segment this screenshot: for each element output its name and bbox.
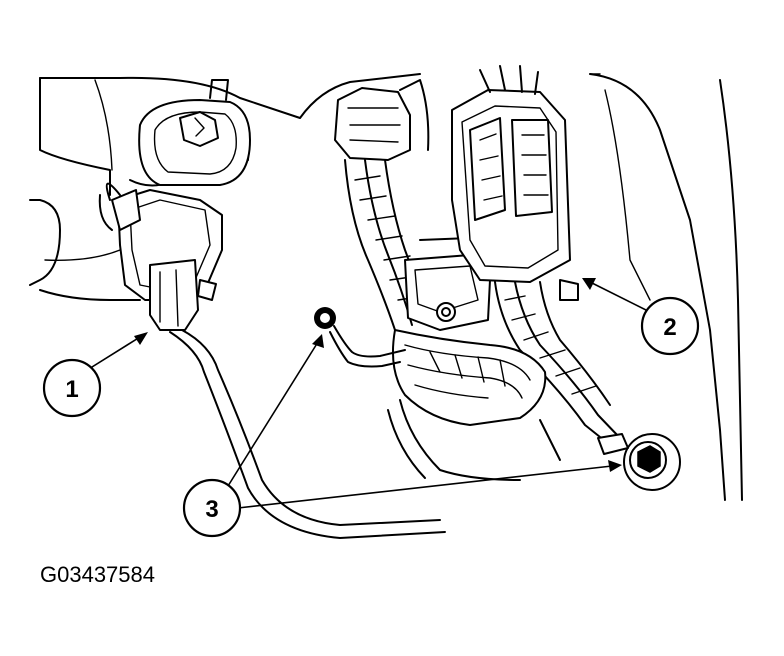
harness-wire-1 (169, 329, 446, 539)
callout-3-circle (182, 478, 242, 538)
wiring-harness-left (334, 79, 431, 331)
ground-point-b (597, 433, 681, 491)
callout-3: 3 (182, 334, 622, 538)
part-2-connector (451, 65, 579, 301)
wiring-harness-lower (387, 329, 561, 481)
callout-3-label: 3 (205, 496, 218, 523)
callout-1: 1 (42, 332, 148, 418)
callout-2: 2 (582, 278, 700, 356)
wiring-harness-right (494, 281, 621, 446)
figure-id: G03437584 (40, 562, 155, 587)
callout-2-label: 2 (663, 314, 676, 341)
callout-2-circle (640, 296, 700, 356)
mounting-bracket (138, 79, 251, 186)
ground-point-a (314, 307, 406, 368)
callout-1-circle (42, 358, 102, 418)
callout-1-label: 1 (65, 376, 78, 403)
part-1-sensor (98, 182, 223, 331)
